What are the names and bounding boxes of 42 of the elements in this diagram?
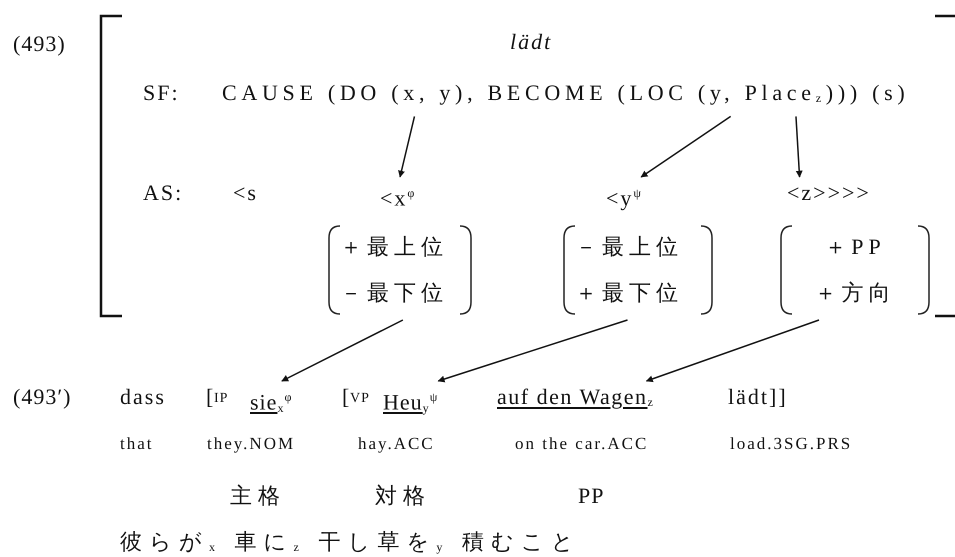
arrow <box>281 319 404 382</box>
feature-value: －最上位 <box>575 233 684 261</box>
square-bracket <box>100 15 955 317</box>
gloss: hay.ACC <box>358 433 435 454</box>
argument-slot: <z>>>> <box>787 179 871 207</box>
feature-value: ＋最上位 <box>340 233 449 261</box>
arrow <box>640 116 732 178</box>
gloss: load.3SG.PRS <box>730 433 852 454</box>
feature-value: ＋方向 <box>814 279 896 307</box>
feature-matrix <box>328 224 472 316</box>
arrow <box>795 116 803 178</box>
argument-slot: <s <box>233 179 258 206</box>
argument-slot: <x$^{φ}$ <box>380 179 416 212</box>
case-label: PP <box>578 482 604 510</box>
phrase-word: auf den Wagen$_{z}$ <box>497 383 654 416</box>
feature-value: ＋PP <box>823 233 887 261</box>
case-label: 主格 <box>230 482 286 510</box>
feature-value: ＋最下位 <box>575 279 684 307</box>
example-number: (493′) <box>13 383 72 410</box>
gloss: on the car.ACC <box>515 433 648 454</box>
arrow <box>438 319 628 382</box>
feature-matrix <box>780 224 930 316</box>
phrase-category: VP <box>350 390 370 408</box>
verb-heading: lädt <box>510 28 552 56</box>
semantic-formula: CAUSE (DO (x, y), BECOME (LOC (y, Place$_{z}$))) (s) <box>222 79 910 112</box>
bracket: [ <box>206 383 214 410</box>
feature-matrix <box>563 224 713 316</box>
argument-slot: <y$^{ψ}$ <box>606 179 643 212</box>
row-label: AS: <box>143 179 184 206</box>
translation: 彼らが$_{x}$ 車に$_{z}$ 干し草を$_{y}$ 積むこと <box>120 528 581 556</box>
case-label: 対格 <box>375 482 431 510</box>
word: dass <box>120 383 166 410</box>
arrow <box>398 116 416 178</box>
gloss: they.NOM <box>207 433 296 454</box>
example-number: (493) <box>13 30 66 58</box>
word: lädt]] <box>728 383 788 410</box>
row-label: SF: <box>143 79 180 106</box>
arrow <box>646 319 820 382</box>
gloss: that <box>120 433 154 454</box>
bracket: [ <box>342 383 350 410</box>
phrase-category: IP <box>214 390 228 408</box>
feature-value: －最下位 <box>340 279 449 307</box>
